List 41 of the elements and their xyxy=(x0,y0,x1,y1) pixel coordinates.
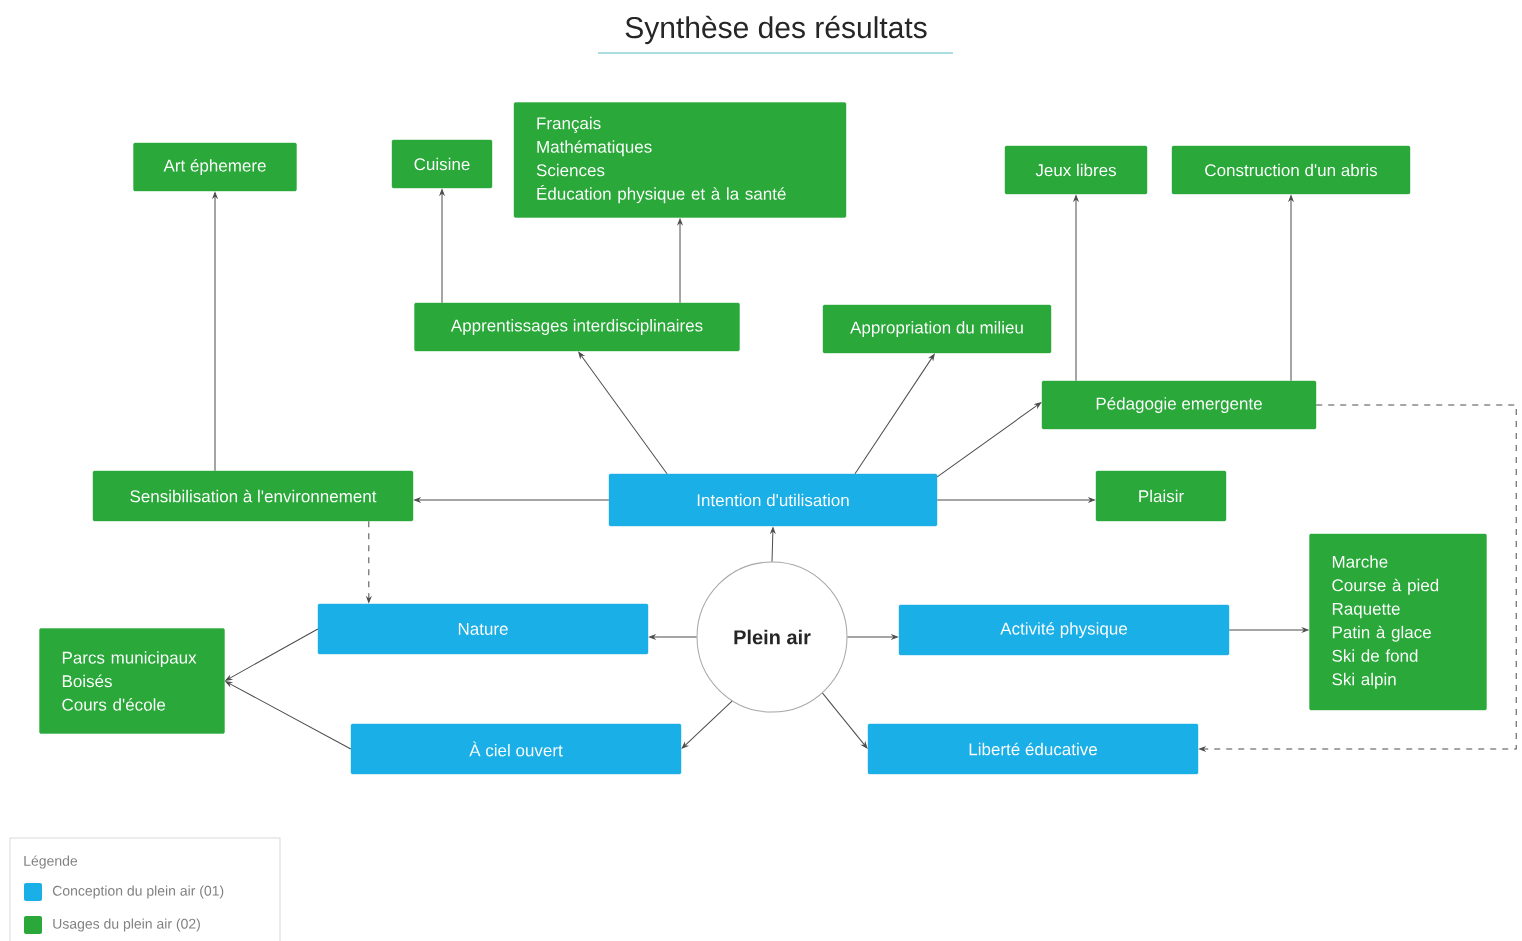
text-box: Liberté éducative xyxy=(867,723,1199,775)
text-box: Cuisine xyxy=(391,139,493,189)
text-box: Construction d'un abris xyxy=(1171,145,1411,195)
dashed-arrow xyxy=(366,520,372,603)
text-box: Sensibilisation à l'environnement xyxy=(92,470,414,522)
arrow xyxy=(578,351,668,475)
text-box: Pédagogie emergente xyxy=(1041,380,1317,430)
arrow xyxy=(822,692,868,749)
text-box: Parcs municipaux Boisés Cours d'école xyxy=(39,628,225,734)
arrow xyxy=(677,218,683,304)
arrow xyxy=(225,681,352,750)
arrow xyxy=(1288,195,1294,382)
legend-text: Conception du plein air (01) xyxy=(52,885,224,899)
arrow xyxy=(225,628,319,681)
arrow xyxy=(1073,195,1079,382)
arrow xyxy=(770,527,776,562)
arrow xyxy=(1228,627,1309,633)
text-box: Marche Course à pied Raquette Patin à glace Ski de fond Ski alpin xyxy=(1309,533,1487,711)
legend-text: Usages du plein air (02) xyxy=(53,918,200,932)
arrow xyxy=(936,402,1042,478)
text-box: Apprentissages interdisciplinaires xyxy=(414,302,740,352)
text-box: Activité physique xyxy=(898,604,1230,656)
arrow xyxy=(212,192,218,472)
text-box: Plaisir xyxy=(1095,470,1227,522)
arrow xyxy=(936,497,1095,503)
arrow xyxy=(847,634,898,640)
arrow xyxy=(649,634,697,640)
text-box: Art éphemere xyxy=(133,142,297,192)
text-box: À ciel ouvert xyxy=(350,723,682,775)
text-box: Appropriation du milieu xyxy=(822,304,1052,354)
text-box: Jeux libres xyxy=(1004,145,1148,195)
title: Synthèse des résultats xyxy=(625,15,927,45)
dashed-arrow xyxy=(1199,404,1517,752)
text-box: Nature xyxy=(317,603,649,655)
text-box: Intention d'utilisation xyxy=(608,473,938,527)
arrow xyxy=(854,353,935,475)
arrow xyxy=(439,189,445,304)
text-box: Français Mathématiques Sciences Éducation physique et à la santé xyxy=(513,102,847,218)
arrow xyxy=(414,497,610,503)
legend-heading: Légende xyxy=(24,855,78,869)
arrow xyxy=(681,700,733,749)
